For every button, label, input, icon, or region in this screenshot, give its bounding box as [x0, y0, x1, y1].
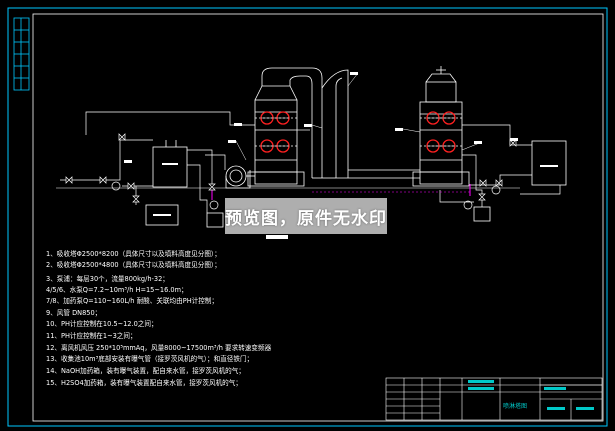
note-7: 10、PH计应控制在10.5~12.0之间； [46, 320, 158, 328]
note-6: 9、风管 DN850； [46, 309, 102, 317]
note-3: 3、泵浦：每层30个，流量800kg/h-32； [46, 275, 169, 283]
pumps [111, 181, 501, 210]
valves [65, 133, 517, 203]
note-11: 14、NaOH加药箱，装有曝气装置，配自来水管，接罗茨风机的气； [46, 367, 245, 375]
outer-frame [7, 7, 608, 427]
note-4: 4/5/6、水泵Q=7.2~10m³/h H=15~16.0m； [46, 286, 188, 294]
equipment-box-labels [153, 163, 558, 216]
dosing-pump-pad [266, 235, 288, 239]
title-block-drawing-name: 喷淋塔图 [503, 403, 528, 410]
acid-lines [211, 184, 471, 200]
note-8: 11、PH计应控制在1~3之间； [46, 332, 137, 340]
tower-1-ring-hatch [261, 117, 289, 147]
callout-tags [124, 72, 518, 163]
left-binding-strip [13, 17, 30, 91]
acid-dosing-tank [531, 140, 567, 186]
note-9: 12、离风机风压 250*10⁵mmAq，风量8000~17500m³/h 要求… [46, 344, 272, 352]
note-2: 2、吸收塔Φ2500*4800（具体尺寸以及填料高度见分图）； [46, 261, 221, 269]
absorption-tower-2 [412, 66, 470, 187]
note-1: 1、吸收塔Φ2500*8200（具体尺寸以及填料高度见分图）； [46, 250, 221, 258]
alkali-dosing-tank [152, 140, 188, 188]
title-block-fills [468, 380, 594, 410]
callout-leaders [235, 72, 483, 161]
centrifugal-fan [225, 165, 255, 189]
connecting-duct [261, 67, 420, 179]
preview-watermark: 预览图，原件无水印 [225, 198, 387, 234]
note-12: 15、H2SO4加药箱，装有曝气装置配自来水管，接罗茨风机的气； [46, 379, 242, 387]
absorption-tower-1 [247, 85, 305, 187]
inner-border [32, 13, 604, 422]
title-block [385, 377, 603, 421]
note-10: 13、收集池10m³底部安装有曝气管（接罗茨风机的气）；和直径铁门； [46, 355, 254, 363]
tower-2-ring-hatch [427, 117, 455, 147]
note-5: 7/8、加药泵Q=110~160L/h 耐酸、关联均由PH计控制； [46, 297, 219, 305]
